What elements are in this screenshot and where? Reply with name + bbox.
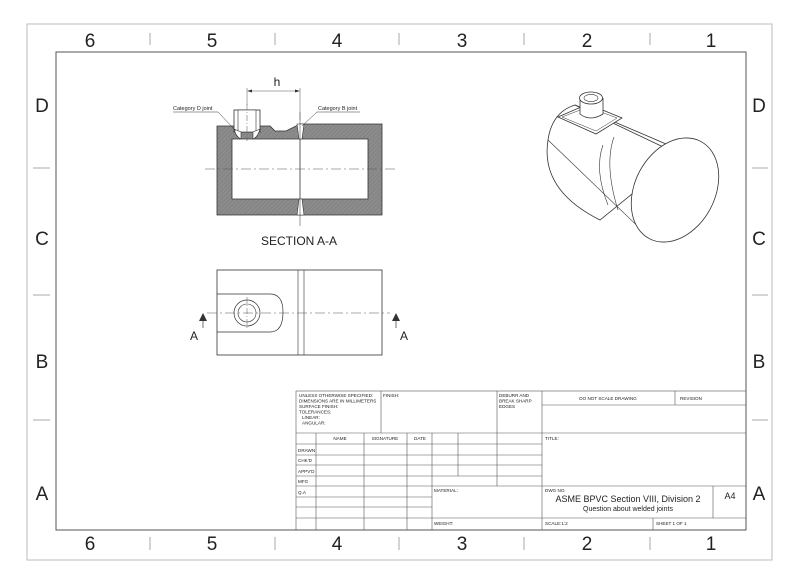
zone-col-2-bottom: 2 [582, 534, 593, 555]
scale-label: SCALE:1:2 [545, 521, 568, 526]
finish-label: FINISH: [383, 393, 399, 398]
spec-line-2: DIMENSIONS ARE IN MILLIMETERS [299, 399, 376, 404]
sheet-size: A4 [724, 491, 735, 501]
zone-row-c-left: C [35, 229, 49, 250]
row-checked: CHK'D [298, 458, 313, 463]
revision-label: REVISION [680, 396, 702, 401]
zone-labels-bottom: 6 5 4 3 2 1 [85, 534, 717, 555]
sheet-label: SHEET 1 OF 1 [656, 521, 687, 526]
header-name: NAME [333, 436, 346, 441]
zone-col-6-bottom: 6 [85, 534, 96, 555]
category-b-callout: Category B joint [318, 106, 358, 112]
outer-frame [26, 23, 773, 561]
spec-line-5: LINEAR: [302, 415, 320, 420]
spec-line-6: ANGULAR: [302, 421, 326, 426]
cut-label-left: A [190, 329, 198, 343]
header-signature: SIGNATURE [372, 436, 398, 441]
row-approved: APPV'D [298, 469, 315, 474]
title-label: TITLE: [545, 436, 559, 441]
deburr-line-2: BREAK SHARP [499, 399, 532, 404]
deburr-line-1: DEBURR AND [499, 393, 530, 398]
zone-row-b-left: B [36, 352, 49, 373]
zone-col-4-bottom: 4 [332, 534, 343, 555]
zone-col-2-top: 2 [582, 31, 593, 52]
zone-row-c-right: C [752, 229, 766, 250]
title-block [295, 390, 747, 531]
dwg-no-label: DWG NO. [545, 488, 566, 493]
zone-col-5-bottom: 5 [207, 534, 218, 555]
dimension-h-label: h [274, 75, 281, 89]
material-label: MATERIAL: [434, 488, 458, 493]
top-view: A A [190, 269, 408, 356]
zone-col-5-top: 5 [207, 31, 218, 52]
zone-col-1-top: 1 [706, 31, 717, 52]
row-drawn: DRAWN [298, 448, 315, 453]
zone-labels-top: 6 5 4 3 2 1 [85, 31, 717, 52]
do-not-scale-label: DO NOT SCALE DRAWING [579, 396, 637, 401]
zone-row-a-right: A [753, 484, 766, 505]
row-qa: Q.A [298, 490, 307, 495]
section-title: SECTION A-A [261, 234, 337, 248]
zone-row-d-right: D [752, 96, 766, 117]
zone-col-3-bottom: 3 [457, 534, 468, 555]
inner-border [55, 51, 747, 531]
zone-labels-left: D C B A [35, 96, 49, 505]
zone-labels-right: D C B A [752, 96, 766, 505]
row-mfg: MFG [298, 479, 309, 484]
spec-line-4: TOLERANCES: [299, 410, 331, 415]
zone-col-3-top: 3 [457, 31, 468, 52]
zone-col-6-top: 6 [85, 31, 96, 52]
header-date: DATE [414, 436, 426, 441]
spec-line-3: SURFACE FINISH: [299, 404, 338, 409]
zone-ticks [33, 33, 768, 550]
isometric-view [546, 91, 720, 243]
zone-col-1-bottom: 1 [706, 534, 717, 555]
weight-label: WEIGHT: [434, 521, 453, 526]
section-view: h Category D joint Category B joint SECT… [173, 75, 395, 248]
cut-label-right: A [400, 329, 408, 343]
zone-row-d-left: D [35, 96, 49, 117]
title-block-text: UNLESS OTHERWISE SPECIFIED: DIMENSIONS A… [298, 393, 736, 526]
deburr-line-3: EDGES [499, 404, 515, 409]
zone-col-4-top: 4 [332, 31, 343, 52]
zone-row-a-left: A [36, 484, 49, 505]
zone-row-b-right: B [753, 352, 766, 373]
spec-line-1: UNLESS OTHERWISE SPECIFIED: [299, 393, 373, 398]
drawing-title-main: ASME BPVC Section VIII, Division 2 [555, 494, 700, 504]
category-d-callout: Category D joint [173, 106, 213, 112]
drawing-title-sub: Question about welded joints [583, 506, 673, 513]
